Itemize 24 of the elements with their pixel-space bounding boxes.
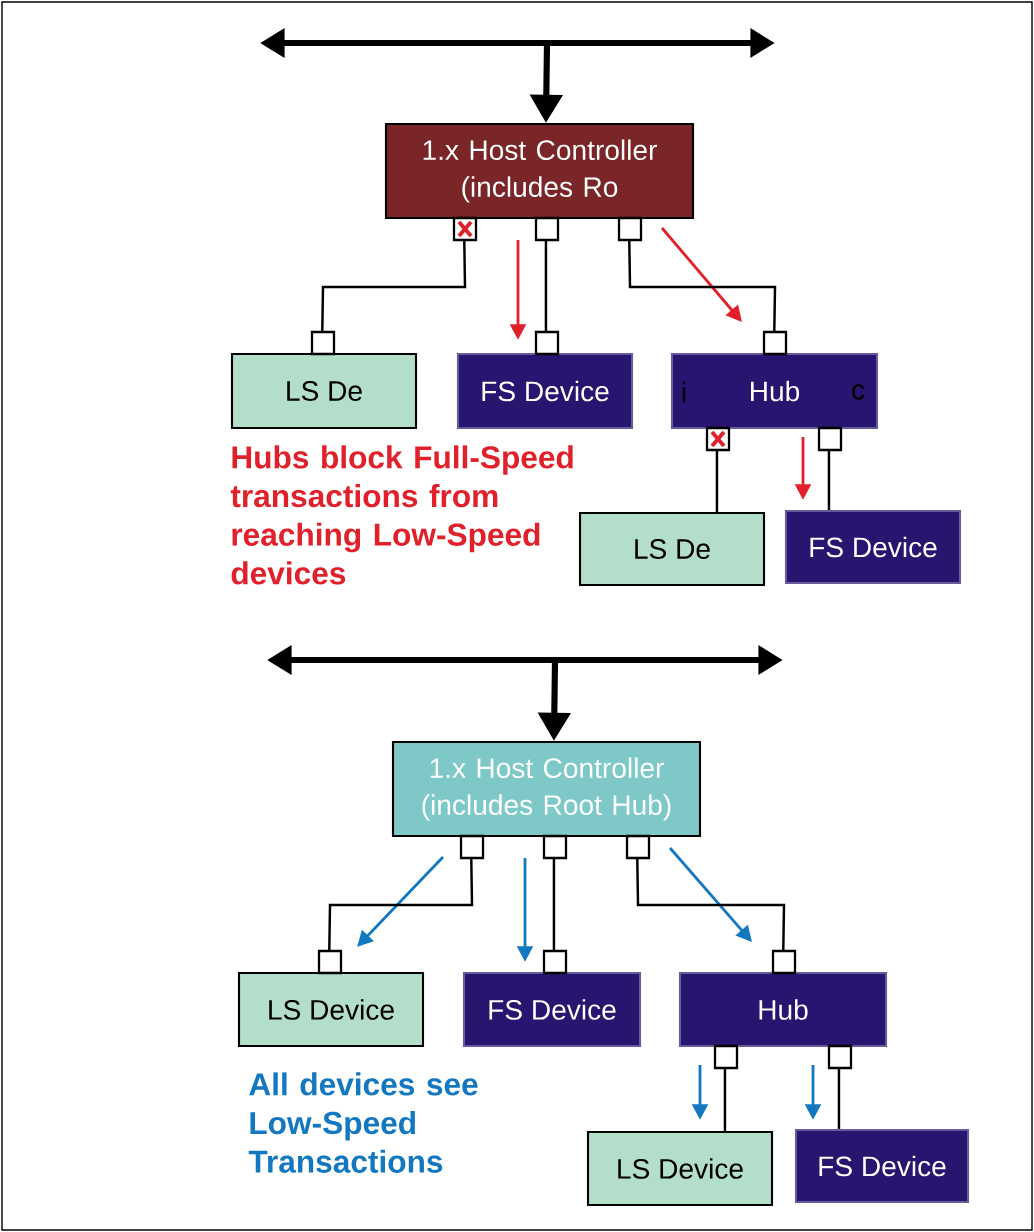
hub-box: Hub xyxy=(678,971,888,1048)
connector xyxy=(827,1044,853,1129)
host-controller-box: 1.x Host Controller (includes Root Hub) xyxy=(391,740,702,838)
device-box: LS De xyxy=(230,352,418,430)
device-box: FS Device xyxy=(462,971,642,1048)
connector xyxy=(817,426,843,510)
connector xyxy=(310,216,478,356)
connector xyxy=(713,1044,739,1131)
note-text: All devices see Low-Speed Transactions xyxy=(248,1072,478,1173)
connector xyxy=(625,834,797,975)
device-box: FS Device xyxy=(794,1128,970,1204)
hub-box: i Hub c xyxy=(670,352,879,430)
device-box: LS Device xyxy=(586,1130,774,1207)
connector xyxy=(705,426,731,512)
connector xyxy=(542,834,568,975)
device-box: LS Device xyxy=(237,971,425,1048)
device-box: FS Device xyxy=(456,352,634,430)
note-text: Hubs block Full-Speed transactions from reaching Low-Speed devices xyxy=(230,445,573,585)
connector xyxy=(617,216,788,356)
connector xyxy=(317,834,485,975)
connector xyxy=(534,216,560,356)
device-box: FS Device xyxy=(784,509,962,585)
host-controller-box: 1.x Host Controller (includes Ro xyxy=(384,122,695,220)
device-box: LS De xyxy=(578,511,766,587)
